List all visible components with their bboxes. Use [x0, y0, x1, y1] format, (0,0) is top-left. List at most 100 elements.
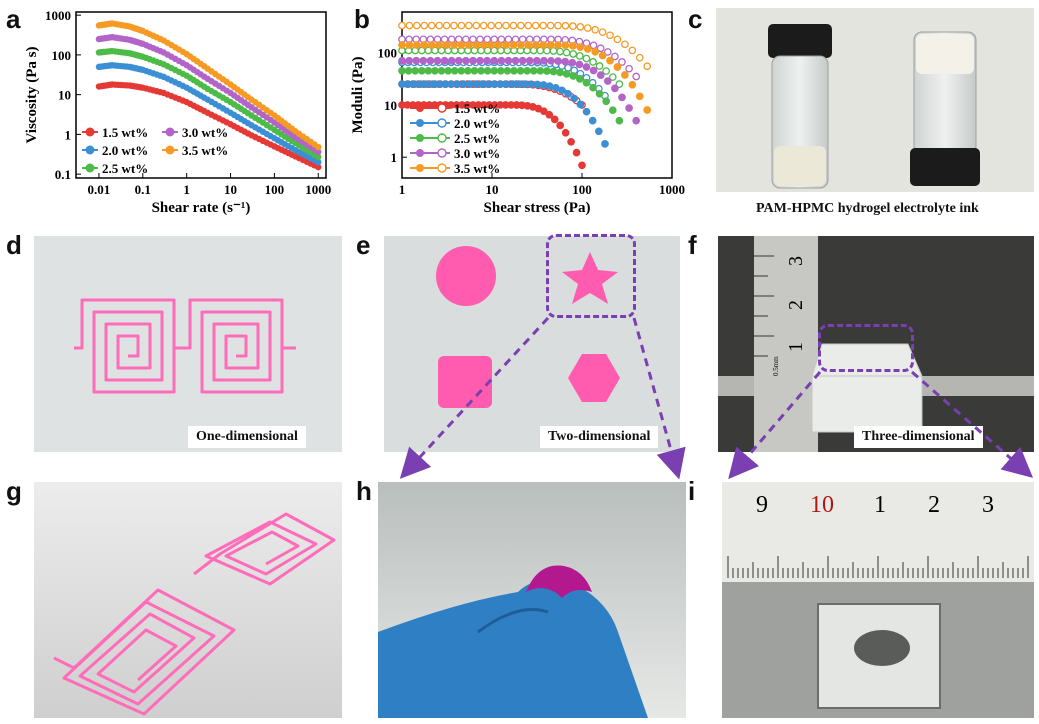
- moduli-point: [569, 42, 577, 50]
- moduli-point: [606, 56, 614, 65]
- moduli-point: [476, 35, 484, 44]
- panel-label-h: h: [356, 476, 372, 506]
- legend-marker-filled: [416, 119, 424, 127]
- moduli-point: [611, 52, 619, 61]
- moduli-point: [398, 21, 406, 30]
- moduli-point: [628, 46, 637, 55]
- moduli-point: [487, 41, 496, 49]
- spiral-perspective-photo: [34, 482, 342, 718]
- cube-highlight-box: [818, 324, 914, 372]
- glove-illustration: [378, 482, 686, 718]
- moduli-point: [476, 56, 484, 65]
- moduli-point: [618, 58, 626, 66]
- moduli-point: [558, 86, 566, 95]
- moduli-point: [554, 21, 562, 30]
- vial-photo: [716, 8, 1034, 192]
- moduli-point: [450, 21, 458, 30]
- moduli-point: [494, 41, 503, 49]
- moduli-point: [575, 52, 584, 60]
- ruler-i-2: 2: [928, 492, 940, 518]
- moduli-point: [596, 71, 605, 79]
- x-tick-label: 100: [572, 182, 592, 197]
- cube-top-illustration: 9 10 1 2 3: [722, 482, 1034, 718]
- moduli-point: [440, 56, 449, 65]
- moduli-point: [561, 21, 570, 30]
- panel-label-d: d: [6, 230, 22, 260]
- moduli-point: [583, 24, 592, 32]
- moduli-point: [615, 80, 624, 88]
- legend-marker-open: [437, 163, 447, 173]
- moduli-point: [569, 50, 578, 58]
- moduli-point: [598, 28, 607, 37]
- legend-label: 2.5 wt%: [454, 131, 500, 146]
- moduli-point: [457, 41, 466, 49]
- x-tick-label: 100: [265, 182, 285, 197]
- moduli-point: [509, 41, 518, 49]
- moduli-point: [426, 56, 435, 65]
- caption-d: One-dimensional: [188, 426, 306, 448]
- legend-marker-open: [437, 133, 447, 143]
- legend-label: 1.5 wt%: [102, 125, 148, 140]
- moduli-point: [483, 35, 492, 44]
- moduli-point: [632, 116, 641, 125]
- legend-label: 3.0 wt%: [454, 146, 500, 161]
- moduli-point: [606, 31, 614, 40]
- legend-marker-filled: [416, 149, 424, 157]
- y-tick-label: 1: [65, 127, 72, 142]
- star-highlight-box: [546, 234, 636, 318]
- cube-hole: [854, 630, 910, 666]
- viscosity-point: [315, 153, 322, 161]
- legend-label: 3.5 wt%: [454, 161, 500, 176]
- x-tick-label: 10: [224, 182, 237, 197]
- moduli-point: [502, 21, 510, 30]
- x-axis-label: Shear stress (Pa): [484, 200, 591, 216]
- star-print-on-glove: [526, 565, 592, 598]
- moduli-point: [546, 21, 555, 30]
- moduli-point: [517, 21, 525, 30]
- moduli-point: [594, 127, 603, 136]
- moduli-point: [405, 41, 414, 49]
- moduli-point: [567, 137, 575, 146]
- moduli-point: [576, 23, 585, 31]
- moduli-point: [602, 67, 611, 75]
- arrow-star-right: [632, 317, 686, 480]
- legend-label: 2.5 wt%: [102, 161, 148, 176]
- moduli-point: [578, 161, 586, 170]
- moduli-point: [615, 116, 624, 125]
- moduli-point: [442, 41, 451, 49]
- moduli-point: [582, 107, 591, 116]
- moduli-point: [588, 116, 597, 125]
- moduli-point: [621, 71, 629, 79]
- legend-marker-open: [437, 118, 447, 128]
- moduli-point: [595, 89, 604, 98]
- moduli-point: [412, 56, 421, 65]
- panel-label-b: b: [354, 4, 370, 34]
- moduli-point: [465, 41, 473, 49]
- viscosity-point: [315, 148, 322, 156]
- moduli-point: [561, 41, 570, 50]
- arrow-cube-left: [728, 371, 822, 480]
- moduli-point: [427, 41, 436, 49]
- moduli-point: [454, 56, 463, 65]
- moduli-point: [420, 41, 429, 49]
- ruler-i-10: 10: [810, 492, 834, 518]
- moduli-point: [603, 48, 612, 56]
- legend-label: 1.5 wt%: [454, 101, 500, 116]
- legend-label: 2.0 wt%: [454, 116, 500, 131]
- moduli-point: [413, 21, 421, 30]
- viscosity-point: [315, 158, 322, 166]
- y-tick-label: 100: [52, 48, 72, 63]
- moduli-point: [572, 148, 581, 157]
- moduli-point: [511, 56, 520, 65]
- moduli-point: [531, 41, 540, 49]
- moduli-point: [575, 75, 584, 83]
- moduli-point: [582, 78, 591, 87]
- one-dimensional-photo: [34, 236, 342, 452]
- moduli-point: [554, 41, 562, 49]
- spiral-perspective-illustration: [34, 482, 342, 718]
- moduli-point: [472, 21, 481, 30]
- moduli-point: [433, 56, 442, 65]
- moduli-point: [635, 53, 644, 62]
- moduli-point: [625, 64, 633, 73]
- moduli-point: [595, 62, 604, 70]
